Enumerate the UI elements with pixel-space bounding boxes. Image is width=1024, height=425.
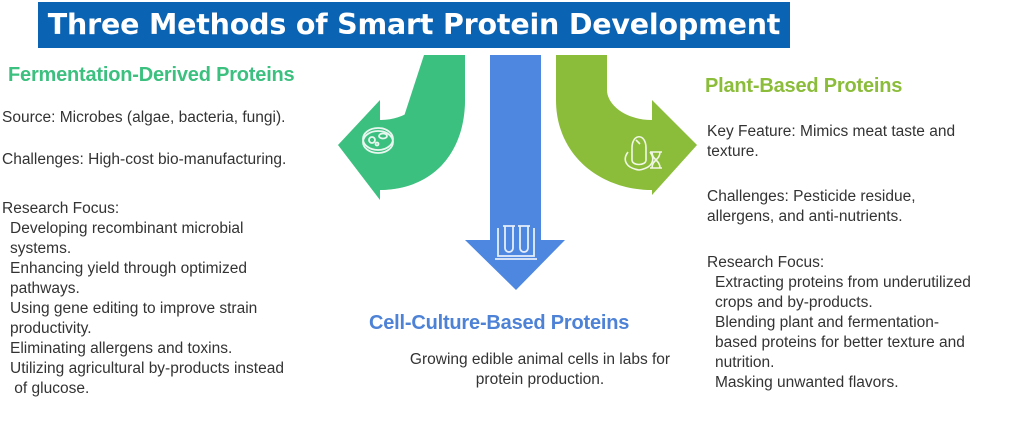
title-banner: Three Methods of Smart Protein Developme… bbox=[38, 2, 790, 48]
research-item: Using gene editing to improve strain bbox=[10, 300, 258, 317]
petri-dish-icon bbox=[362, 127, 394, 154]
research-item: of glucose. bbox=[10, 380, 90, 397]
description-line: Growing edible animal cells in labs for bbox=[409, 351, 671, 368]
fermentation-challenges: Challenges: High-cost bio-manufacturing. bbox=[2, 151, 287, 168]
research-item: Blending plant and fermentation- bbox=[715, 314, 940, 331]
fermentation-research-focus: Research Focus: Developing recombinant m… bbox=[2, 199, 284, 399]
research-item: Developing recombinant microbial bbox=[10, 220, 244, 237]
research-focus-label: Research Focus: bbox=[2, 200, 120, 217]
research-item: nutrition. bbox=[715, 354, 775, 371]
plant-key-feature: Key Feature: Mimics meat taste and textu… bbox=[707, 122, 955, 162]
research-focus-label: Research Focus: bbox=[707, 254, 825, 271]
plant-challenges: Challenges: Pesticide residue, allergens… bbox=[707, 187, 916, 227]
corn-dna-icon bbox=[624, 135, 662, 171]
research-item: pathways. bbox=[10, 280, 80, 297]
cell-culture-heading: Cell-Culture-Based Proteins bbox=[369, 312, 630, 334]
fermentation-heading: Fermentation-Derived Proteins bbox=[8, 64, 295, 86]
description-line: protein production. bbox=[475, 371, 605, 388]
research-item: crops and by-products. bbox=[715, 294, 873, 311]
key-feature-line: texture. bbox=[707, 143, 759, 160]
research-item: Enhancing yield through optimized bbox=[10, 260, 247, 277]
research-item: based proteins for better texture and bbox=[715, 334, 965, 351]
research-item: systems. bbox=[10, 240, 72, 257]
plant-arrow bbox=[556, 55, 697, 195]
challenges-line: allergens, and anti-nutrients. bbox=[707, 208, 903, 225]
cell-culture-description: Growing edible animal cells in labs for … bbox=[350, 350, 730, 390]
research-item: Extracting proteins from underutilized bbox=[715, 274, 971, 291]
test-tubes-icon bbox=[495, 225, 537, 260]
challenges-line: Challenges: Pesticide residue, bbox=[707, 188, 916, 205]
key-feature-line: Key Feature: Mimics meat taste and bbox=[707, 123, 956, 140]
cell-culture-arrow bbox=[465, 55, 565, 290]
research-item: Masking unwanted flavors. bbox=[715, 374, 899, 391]
fermentation-source: Source: Microbes (algae, bacteria, fungi… bbox=[2, 109, 286, 126]
plant-heading: Plant-Based Proteins bbox=[705, 75, 903, 97]
fermentation-arrow bbox=[338, 55, 465, 200]
research-item: Utilizing agricultural by-products inste… bbox=[10, 360, 284, 377]
research-item: productivity. bbox=[10, 320, 92, 337]
research-item: Eliminating allergens and toxins. bbox=[10, 340, 233, 357]
plant-research-focus: Research Focus: Extracting proteins from… bbox=[707, 253, 971, 393]
